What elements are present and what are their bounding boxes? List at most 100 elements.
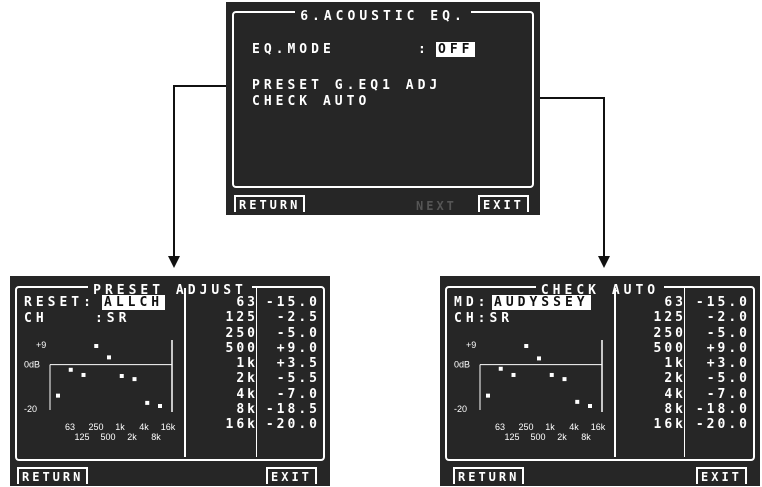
preset-title: PRESET ADJUST — [88, 284, 252, 298]
y-label-top: +9 — [466, 340, 476, 350]
preset-divider — [184, 288, 186, 457]
y-label-bottom: -20 — [24, 404, 37, 414]
level-value: +3.0 — [706, 356, 750, 372]
eq-mode-separator: : — [418, 42, 430, 57]
reset-label: RESET: — [24, 295, 95, 310]
check-eq-graph: +9 0dB -20 63 250 1k 4k 16k 125 500 2k 8k — [454, 340, 606, 442]
check-freq-column: 63 125 250 500 1k 2k 4k 8k 16k — [626, 295, 686, 433]
eq-point — [588, 404, 592, 408]
freq-label: 1k — [236, 356, 258, 372]
freq-label: 2k — [664, 371, 686, 387]
level-value: -2.0 — [706, 310, 750, 326]
x-tick-label: 16k — [591, 422, 606, 432]
x-tick-label: 250 — [518, 422, 533, 432]
eq-point — [498, 366, 503, 371]
reset-value[interactable]: ALLCH — [102, 295, 166, 310]
eq-point — [575, 399, 580, 404]
level-value[interactable]: -15.0 — [265, 295, 320, 310]
level-value: -20.0 — [695, 417, 750, 433]
level-value: -7.0 — [706, 386, 750, 402]
freq-label: 4k — [664, 386, 686, 402]
x-tick-label: 63 — [495, 422, 505, 432]
freq-label: 125 — [653, 310, 686, 326]
freq-label: 16k — [653, 417, 686, 433]
check-return-button[interactable]: RETURN — [453, 467, 525, 484]
level-value[interactable]: -7.0 — [276, 386, 320, 402]
check-value-divider — [684, 288, 685, 457]
preset-value-column[interactable]: -15.0 -2.5 -5.0 +9.0 +3.5 -5.5 -7.0 -18.… — [256, 295, 320, 433]
x-tick-label: 125 — [74, 432, 89, 442]
eq-point — [158, 404, 162, 408]
eq-point — [537, 356, 541, 361]
eq-point — [56, 393, 60, 398]
channel-label: CH:SR — [454, 311, 514, 326]
y-label-top: +9 — [36, 340, 46, 350]
x-tick-label: 16k — [161, 422, 176, 432]
check-title: CHECK AUTO — [535, 284, 665, 298]
freq-label: 1k — [664, 356, 686, 372]
x-tick-label: 2k — [557, 432, 567, 442]
freq-label: 125 — [225, 310, 258, 326]
freq-label: 250 — [225, 325, 258, 341]
exit-button[interactable]: EXIT — [478, 195, 529, 212]
x-tick-label: 4k — [569, 422, 579, 432]
eq-point — [486, 393, 490, 398]
eq-mode-label: EQ.MODE — [252, 42, 335, 57]
preset-freq-column: 63 125 250 500 1k 2k 4k 8k 16k — [198, 295, 258, 433]
eq-point — [132, 377, 137, 382]
screen-title: 6.ACOUSTIC EQ. — [295, 10, 471, 24]
eq-mode-value[interactable]: OFF — [436, 42, 476, 57]
menu-check-auto[interactable]: CHECK AUTO — [252, 94, 371, 109]
x-tick-label: 8k — [581, 432, 591, 442]
x-tick-label: 250 — [88, 422, 103, 432]
y-label-bottom: -20 — [454, 404, 467, 414]
level-value: +9.0 — [706, 340, 750, 356]
eq-point — [119, 374, 124, 378]
level-value: -15.0 — [695, 295, 750, 310]
x-tick-label: 125 — [504, 432, 519, 442]
freq-label: 4k — [236, 386, 258, 402]
level-value[interactable]: -5.5 — [276, 371, 320, 387]
check-exit-button[interactable]: EXIT — [696, 467, 747, 484]
preset-exit-button[interactable]: EXIT — [266, 467, 317, 484]
x-tick-label: 500 — [100, 432, 115, 442]
freq-label: 16k — [225, 417, 258, 433]
return-button[interactable]: RETURN — [234, 195, 306, 212]
eq-point — [145, 400, 150, 405]
level-value[interactable]: -2.5 — [276, 310, 320, 326]
mode-value[interactable]: AUDYSSEY — [492, 295, 591, 310]
check-value-column: -15.0 -2.0 -5.0 +9.0 +3.0 -5.0 -7.0 -18.… — [686, 295, 750, 433]
level-value[interactable]: -5.0 — [276, 325, 320, 341]
level-value: -18.0 — [695, 402, 750, 418]
menu-preset-geq1-adj[interactable]: PRESET G.EQ1 ADJ — [252, 78, 442, 93]
level-value[interactable]: +9.0 — [276, 340, 320, 356]
eq-point — [81, 372, 86, 377]
x-tick-label: 1k — [115, 422, 125, 432]
eq-point — [68, 367, 73, 372]
x-tick-label: 500 — [530, 432, 545, 442]
preset-value-divider — [256, 288, 257, 457]
freq-label: 2k — [236, 371, 258, 387]
eq-point — [94, 344, 99, 348]
level-value: -5.0 — [706, 325, 750, 341]
next-button[interactable]: NEXT — [416, 199, 457, 213]
freq-label: 500 — [225, 340, 258, 356]
x-tick-label: 1k — [545, 422, 555, 432]
level-value[interactable]: -18.5 — [265, 402, 320, 418]
preset-return-button[interactable]: RETURN — [17, 467, 89, 484]
check-auto-screen: CHECK AUTO MD: AUDYSSEY CH:SR 63 125 250… — [440, 276, 760, 486]
level-value[interactable]: -20.0 — [265, 417, 320, 433]
y-label-zero: 0dB — [454, 360, 470, 370]
x-tick-label: 4k — [139, 422, 149, 432]
y-label-zero: 0dB — [24, 360, 40, 370]
check-divider — [614, 288, 616, 457]
eq-point — [549, 372, 554, 377]
level-value[interactable]: +3.5 — [276, 356, 320, 372]
freq-label: 63 — [236, 295, 258, 310]
freq-label: 8k — [236, 402, 258, 418]
preset-adjust-screen: PRESET ADJUST RESET: ALLCH CH :SR 63 125… — [10, 276, 330, 486]
freq-label: 8k — [664, 402, 686, 418]
freq-label: 250 — [653, 325, 686, 341]
